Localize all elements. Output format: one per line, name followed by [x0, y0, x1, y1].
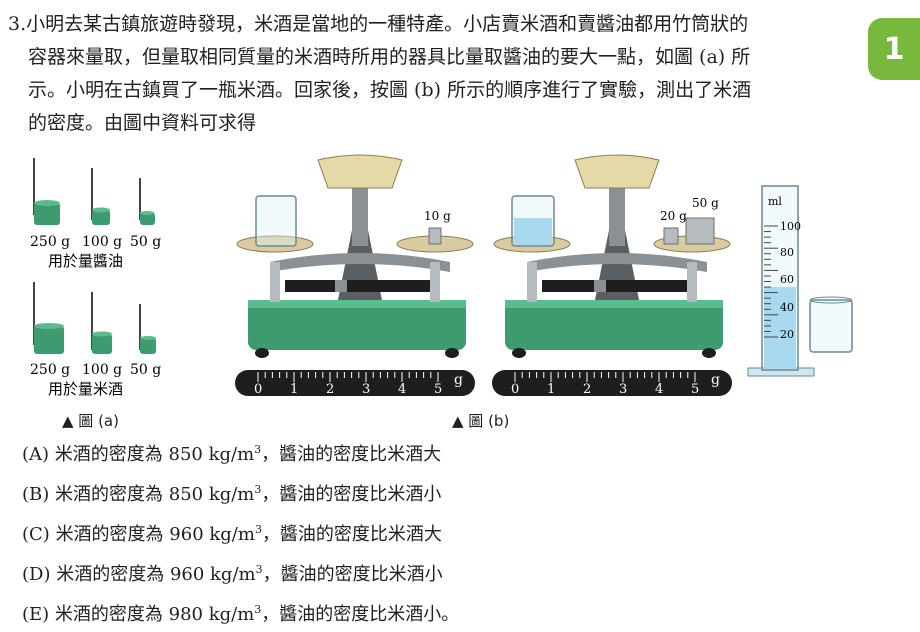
balance2-weight-50: 50 g [692, 196, 719, 210]
scale2-number: 2 [583, 382, 591, 397]
scale1-number: 3 [362, 382, 370, 397]
wine-caption: 用於量米酒 [48, 380, 123, 398]
soy-tube-100 [91, 168, 110, 225]
graduated-cylinder [747, 185, 815, 377]
option-e[interactable]: (E) 米酒的密度為 980 kg/m3，醬油的密度比米酒小。 [22, 603, 460, 625]
rider-scale-2: 0 1 2 3 4 5g [492, 370, 732, 397]
scale1-unit: g [454, 372, 463, 388]
option-c[interactable]: (C) 米酒的密度為 960 kg/m3，醬油的密度比米酒大 [22, 523, 442, 545]
cylinder-mark-100: 100 [780, 220, 801, 233]
soy-label-250: 250 g [30, 234, 70, 250]
figure-b-caption: ▲ 圖 (b) [452, 412, 510, 430]
balance2-weight-20: 20 g [660, 209, 687, 223]
options-list: (A) 米酒的密度為 850 kg/m3，醬油的密度比米酒大 (B) 米酒的密度… [22, 432, 459, 632]
soy-caption: 用於量醬油 [48, 252, 123, 270]
cylinder-mark-80: 80 [780, 246, 794, 259]
scale1-number: 1 [290, 382, 298, 397]
wine-label-250: 250 g [30, 362, 70, 378]
soy-tube-250 [33, 158, 60, 225]
wine-tube-250 [33, 282, 64, 354]
figure-a-tubes: 250 g 100 g 50 g 用於量醬油 250 g 100 g 50 g … [30, 154, 853, 398]
option-b[interactable]: (B) 米酒的密度為 850 kg/m3，醬油的密度比米酒小 [22, 483, 442, 505]
scale2-number: 4 [655, 382, 663, 397]
question-line-3: 示。小明在古鎮買了一瓶米酒。回家後，按圖 (b) 所示的順序進行了實驗，測出了米… [28, 79, 752, 101]
figure-a-caption: ▲ 圖 (a) [62, 412, 119, 430]
option-d[interactable]: (D) 米酒的密度為 960 kg/m3，醬油的密度比米酒小 [22, 563, 443, 585]
question-number: 3. [8, 13, 27, 35]
wine-tube-50 [139, 304, 156, 354]
question-line-1: 小明去某古鎮旅遊時發現，米酒是當地的一種特產。小店賣米酒和賣醬油都用竹筒狀的 [26, 13, 749, 35]
scale2-number: 1 [547, 382, 555, 397]
scale1-number: 0 [254, 382, 262, 397]
scale1-number: 4 [398, 382, 406, 397]
soy-label-50: 50 g [130, 234, 161, 250]
question-line-2: 容器來量取，但量取相同質量的米酒時所用的器具比量取醬油的要大一點，如圖 (a) … [28, 46, 751, 68]
cylinder-unit: ml [768, 195, 782, 208]
chapter-tab: 1 [868, 18, 920, 80]
wine-label-100: 100 g [82, 362, 122, 378]
question-text: 3.小明去某古鎮旅遊時發現，米酒是當地的一種特產。小店賣米酒和賣醬油都用竹筒狀的… [8, 8, 858, 140]
balance-2 [493, 154, 731, 358]
wine-label-50: 50 g [130, 362, 161, 378]
cylinder-mark-40: 40 [780, 301, 794, 314]
question-line-4: 的密度。由圖中資料可求得 [28, 112, 257, 134]
cylinder-mark-20: 20 [780, 328, 794, 341]
scale1-number: 5 [434, 382, 442, 397]
scale2-number: 3 [619, 382, 627, 397]
rider-scale-1: 0 1 2 3 4 5g [235, 370, 475, 397]
soy-tube-50 [139, 178, 155, 225]
option-a[interactable]: (A) 米酒的密度為 850 kg/m3，醬油的密度比米酒大 [22, 443, 442, 465]
empty-beaker [809, 296, 853, 353]
balance1-weight-label: 10 g [424, 209, 451, 223]
scale2-unit: g [711, 372, 720, 388]
scale1-number: 2 [326, 382, 334, 397]
scale2-number: 5 [691, 382, 699, 397]
cylinder-mark-60: 60 [780, 273, 794, 286]
balance-1 [236, 154, 474, 358]
scale2-number: 0 [511, 382, 519, 397]
soy-label-100: 100 g [82, 234, 122, 250]
wine-tube-100 [91, 292, 112, 354]
